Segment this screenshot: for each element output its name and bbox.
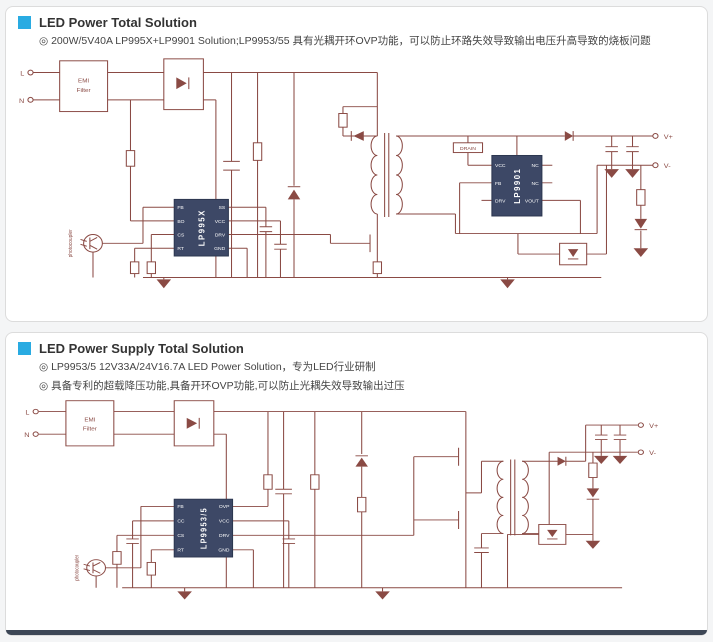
section-bullet-2b: ◎ 具备专利的超载降压功能,具备开环OVP功能,可以防止光耦失效导致输出过压 [39, 380, 405, 393]
resistors-2 [112, 463, 598, 576]
transformer [370, 133, 403, 218]
resistors [125, 113, 646, 275]
terminal-2-n-label: N [24, 433, 29, 439]
pin-ss: SS [219, 206, 226, 212]
optocoupler [559, 243, 588, 266]
section-bullet-2a: ◎ LP9953/5 12V33A/24V16.7A LED Power Sol… [39, 361, 376, 373]
pin-drv2: DRV [495, 199, 506, 205]
optocoupler-2 [538, 524, 567, 546]
section-header-1: LED Power Total Solution [18, 15, 695, 30]
emi-filter-label-line1: EMI [78, 79, 89, 85]
pin-fb: FB [177, 206, 183, 212]
pin-nc2: NC [532, 181, 540, 187]
pin-rt: RT [177, 247, 184, 253]
capacitors-2 [126, 435, 627, 554]
transformer-2 [496, 459, 529, 536]
diodes-2 [355, 455, 600, 501]
circuit-wires [32, 72, 654, 280]
circuit-diagram-lp9953: EMI Filter LP9953/5 FB CC CS RT OVP VCC … [24, 400, 658, 600]
section-bullet-1: ◎ 200W/5V40A LP995X+LP9901 Solution;LP99… [39, 35, 651, 47]
section-title-1: LED Power Total Solution [39, 15, 197, 30]
panel-led-power-total: LED Power Total Solution ◎ 200W/5V40A LP… [5, 6, 708, 322]
ground-symbols [156, 169, 649, 289]
pin-vout: VOUT [525, 199, 539, 205]
circuit-wires-2 [38, 411, 638, 592]
io-terminals-2: L N V+ V- [24, 409, 658, 457]
pin-nc1: NC [532, 164, 540, 170]
bottom-accent-bar [6, 630, 707, 635]
pin2-gnd: GND [218, 548, 230, 553]
title-bullet-square-2 [18, 342, 31, 355]
photocoupler-label: photocoupler [68, 229, 74, 257]
io-terminals: L N V+ V- [19, 69, 673, 171]
pin2-ovp: OVP [219, 505, 230, 510]
emi-filter-2-label-line1: EMI [84, 418, 95, 424]
capacitors [223, 146, 639, 250]
terminal-n-label: N [19, 98, 24, 105]
photocoupler: photocoupler [68, 229, 103, 258]
section-title-2: LED Power Supply Total Solution [39, 341, 244, 356]
pin-bo: BO [177, 219, 184, 225]
pin-gnd: GND [214, 247, 226, 253]
ic-lp9901-label: LP9901 [513, 168, 522, 204]
terminal-2-vminus-label: V- [649, 451, 656, 457]
pin2-vcc: VCC [219, 519, 230, 524]
diodes [287, 131, 648, 231]
title-bullet-square-1 [18, 16, 31, 29]
ground-symbols-2 [177, 456, 628, 600]
circuit-diagram-flyback-lp995x: EMI Filter LP995X FB BO CS RT SS VCC DRV [19, 58, 673, 289]
terminal-vminus-label: V- [664, 164, 672, 171]
terminal-vplus-label: V+ [664, 134, 673, 141]
pin2-drv: DRV [219, 534, 230, 539]
emi-filter-2-label-line2: Filter [83, 427, 97, 433]
emi-filter: EMI Filter [59, 60, 109, 113]
ic-lp995x: LP995X FB BO CS RT SS VCC DRV GND [173, 199, 229, 257]
ic-lp9953: LP9953/5 FB CC CS RT OVP VCC DRV GND [173, 499, 234, 558]
photocoupler-2: photocoupler [74, 555, 107, 581]
pin-vcc: VCC [215, 219, 226, 225]
terminal-2-vplus-label: V+ [649, 424, 658, 430]
emi-filter-label-line2: Filter [77, 88, 91, 94]
emi-filter-2: EMI Filter [65, 400, 115, 447]
pin-fb2: FB [495, 181, 501, 187]
photocoupler-2-label: photocoupler [74, 555, 80, 581]
pin-drv: DRV [215, 233, 226, 239]
pin2-fb: FB [177, 505, 183, 510]
ic-lp9901: LP9901 VCC FB DRV NC NC VOUT DRAIN [452, 142, 543, 217]
panel-led-power-supply-total: LED Power Supply Total Solution ◎ LP9953… [5, 332, 708, 636]
bridge-rectifier [163, 58, 204, 111]
terminal-2-l-label: L [25, 410, 29, 416]
terminal-l-label: L [20, 71, 24, 78]
pin2-cc: CC [177, 519, 185, 524]
pin-cs: CS [177, 233, 184, 239]
section-header-2: LED Power Supply Total Solution [18, 341, 695, 356]
pin2-rt: RT [177, 548, 184, 553]
bridge-rectifier-2 [173, 400, 215, 447]
drain-label: DRAIN [460, 146, 477, 152]
ic-lp995x-label: LP995X [197, 209, 206, 246]
ic-lp9953-label: LP9953/5 [199, 507, 209, 549]
pin2-cs: CS [177, 534, 184, 539]
pin-vcc2: VCC [495, 164, 506, 170]
